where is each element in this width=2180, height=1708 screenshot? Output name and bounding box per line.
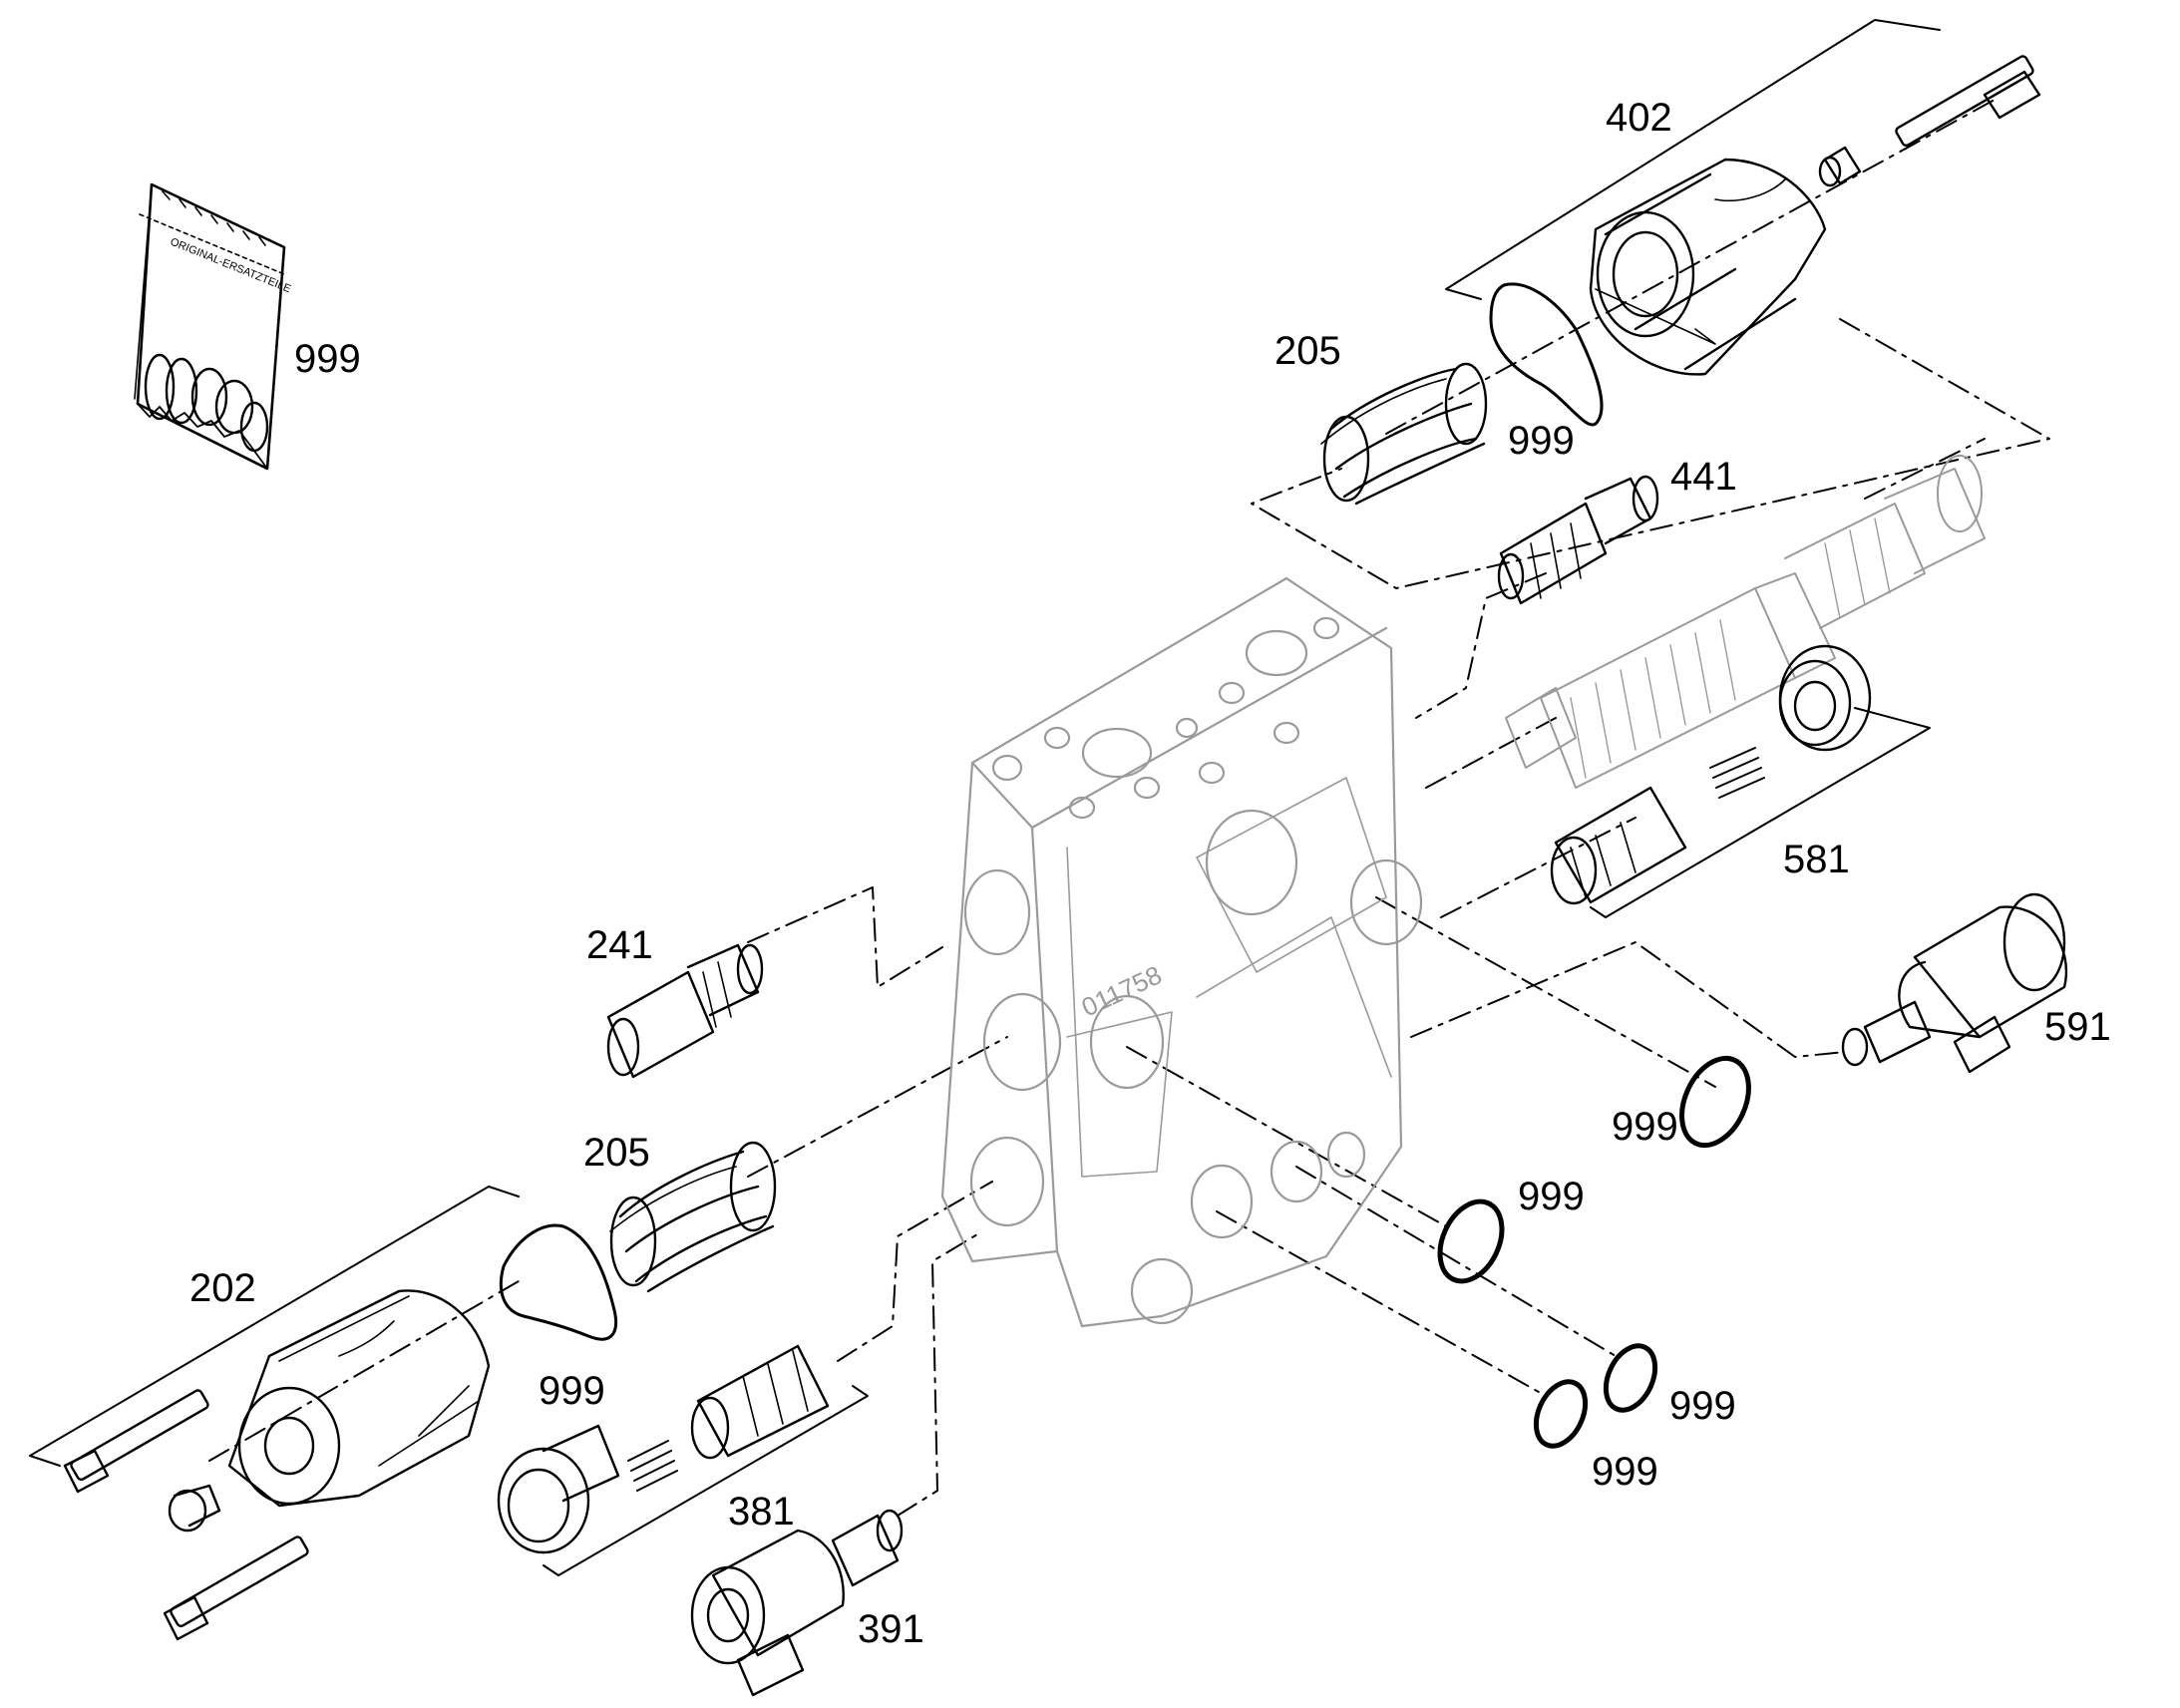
leader-241 [747,886,943,988]
leader-202 [208,1280,520,1462]
leader-spool [1425,717,1557,789]
callout-581: 581 [1783,838,1850,881]
oring-999-d [1533,1379,1589,1449]
oring-999-a [1679,1055,1751,1149]
callout-591: 591 [2044,1005,2111,1049]
leader-441 [1415,572,1547,719]
gasket-left [499,1223,618,1341]
bag-print: ORIGINAL-ERSATZTEILE [169,236,292,296]
solenoid-391 [692,1511,902,1695]
callout-381: 381 [728,1490,795,1534]
check-581 [1552,646,1870,903]
callout-205-left: 205 [583,1131,650,1175]
callout-999-oring-b: 999 [1518,1175,1585,1218]
leader-581 [1440,817,1636,918]
valve-241 [608,945,762,1077]
seal-kit-bag: ORIGINAL-ERSATZTEILE [135,184,292,469]
leader-391 [897,1230,983,1517]
valve-441 [1499,477,1657,603]
main-spool [1506,456,1985,788]
cover-202 [65,1290,489,1639]
bracket-spring-top [1251,318,2050,589]
leader-oring-b [1126,1046,1447,1227]
solenoid-591 [1843,894,2066,1072]
callout-202: 202 [189,1266,256,1310]
check-381 [499,1346,828,1552]
callout-241: 241 [586,923,653,967]
callout-999-gasket-top: 999 [1508,419,1575,463]
cover-402 [1591,55,2039,374]
callout-402: 402 [1606,96,1672,140]
gasket-top [1489,282,1604,427]
housing-stamp: 011758 [1077,959,1167,1022]
leader-591 [1410,941,1846,1058]
bracket-402 [1445,19,1941,300]
leader-oring-a [1375,896,1716,1088]
assembly-leader-lines [29,19,2050,1576]
callout-999-gasket-left: 999 [539,1369,605,1413]
callout-391: 391 [858,1607,924,1651]
leader-oring-c [1295,1166,1617,1357]
callout-441: 441 [1670,455,1737,499]
callout-999-oring-a: 999 [1612,1105,1678,1149]
spring-top-205 [1321,364,1486,504]
callout-999-bag: 999 [294,337,361,381]
bracket-381 [543,1385,869,1576]
leader-spool-2 [1864,438,1986,500]
spring-left-205 [610,1143,775,1291]
valve-housing: 011758 [942,578,1421,1326]
oring-999-c [1603,1343,1658,1413]
leader-spring-left [747,1036,1008,1178]
leader-381 [837,1181,993,1362]
leader-top-spring [1385,99,1996,435]
callout-999-oring-c: 999 [1669,1384,1736,1428]
leader-oring-d [1216,1210,1547,1397]
bracket-581 [1590,707,1931,918]
callout-999-oring-d: 999 [1592,1450,1658,1494]
oring-999-b [1437,1198,1505,1284]
bracket-202 [29,1186,520,1467]
callout-205-top: 205 [1274,329,1341,373]
